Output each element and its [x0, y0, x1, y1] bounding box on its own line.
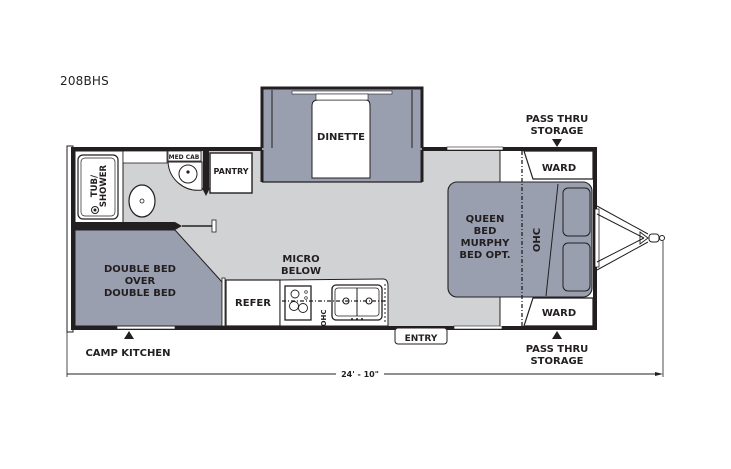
pillow — [562, 242, 591, 292]
toilet-icon — [128, 184, 156, 218]
micro-label-line1: MICRO — [282, 254, 319, 265]
svg-text:CAMP KITCHEN: CAMP KITCHEN — [85, 348, 170, 359]
pass-thru-storage-bottom: PASS THRU STORAGE — [526, 331, 589, 367]
queen-label-line1: QUEEN — [466, 214, 505, 225]
ward-top-label: WARD — [542, 163, 576, 174]
model-name: 208BHS — [60, 74, 109, 88]
pantry: PANTRY — [209, 152, 253, 194]
entry-label: ENTRY — [405, 334, 438, 344]
entry-door[interactable]: ENTRY — [394, 327, 448, 345]
trailer-hitch — [594, 205, 665, 271]
dinette-label: DINETTE — [317, 132, 365, 143]
bedroom-ohc-label: OHC — [532, 228, 543, 252]
bathroom: TUB/ SHOWER MED CAB — [74, 150, 217, 233]
refer-label: REFER — [235, 298, 271, 309]
length-label: 24' - 10" — [341, 370, 379, 379]
svg-text:STORAGE: STORAGE — [530, 126, 583, 137]
arrow-up-icon — [124, 331, 134, 339]
dinette-slideout: DINETTE — [260, 86, 424, 183]
arrow-up-icon — [552, 331, 562, 339]
pillow — [562, 187, 591, 237]
front-bedroom: WARD WARD OHC QUEEN BED MURPHY BED OPT. — [447, 150, 594, 327]
drain-icon — [91, 206, 99, 214]
svg-text:PASS THRU: PASS THRU — [526, 114, 589, 125]
svg-text:PASS THRU: PASS THRU — [526, 344, 589, 355]
bunk-label-line2: OVER — [125, 276, 156, 287]
tub-shower — [77, 154, 119, 220]
queen-label-line3: MURPHY — [461, 238, 510, 249]
micro-label-line2: BELOW — [281, 266, 321, 277]
bunk-label-line1: DOUBLE BED — [104, 264, 176, 275]
svg-text:STORAGE: STORAGE — [530, 356, 583, 367]
bunk-label-line3: DOUBLE BED — [104, 288, 176, 299]
camp-kitchen-callout: CAMP KITCHEN — [85, 331, 171, 359]
kitchen-ohc-label: OHC — [320, 310, 328, 327]
queen-label-line4: BED OPT. — [459, 250, 510, 261]
pantry-label: PANTRY — [214, 167, 249, 176]
sink-icon — [178, 164, 198, 184]
med-cab-label: MED CAB — [169, 154, 200, 161]
length-dimension: 24' - 10" — [66, 241, 664, 379]
tub-label-line2: SHOWER — [99, 164, 109, 207]
arrow-down-icon — [552, 139, 562, 147]
kitchen: REFER MICRO BELOW OHC — [221, 254, 389, 327]
refrigerator — [225, 279, 281, 327]
tub-label-line1: TUB/ — [90, 174, 100, 197]
queen-label-line2: BED — [474, 226, 497, 237]
queen-bed — [447, 181, 593, 298]
pass-thru-storage-top: PASS THRU STORAGE — [526, 114, 589, 147]
wardrobe-top — [523, 150, 594, 180]
wardrobe-bottom — [523, 297, 594, 327]
ward-bottom-label: WARD — [542, 308, 576, 319]
